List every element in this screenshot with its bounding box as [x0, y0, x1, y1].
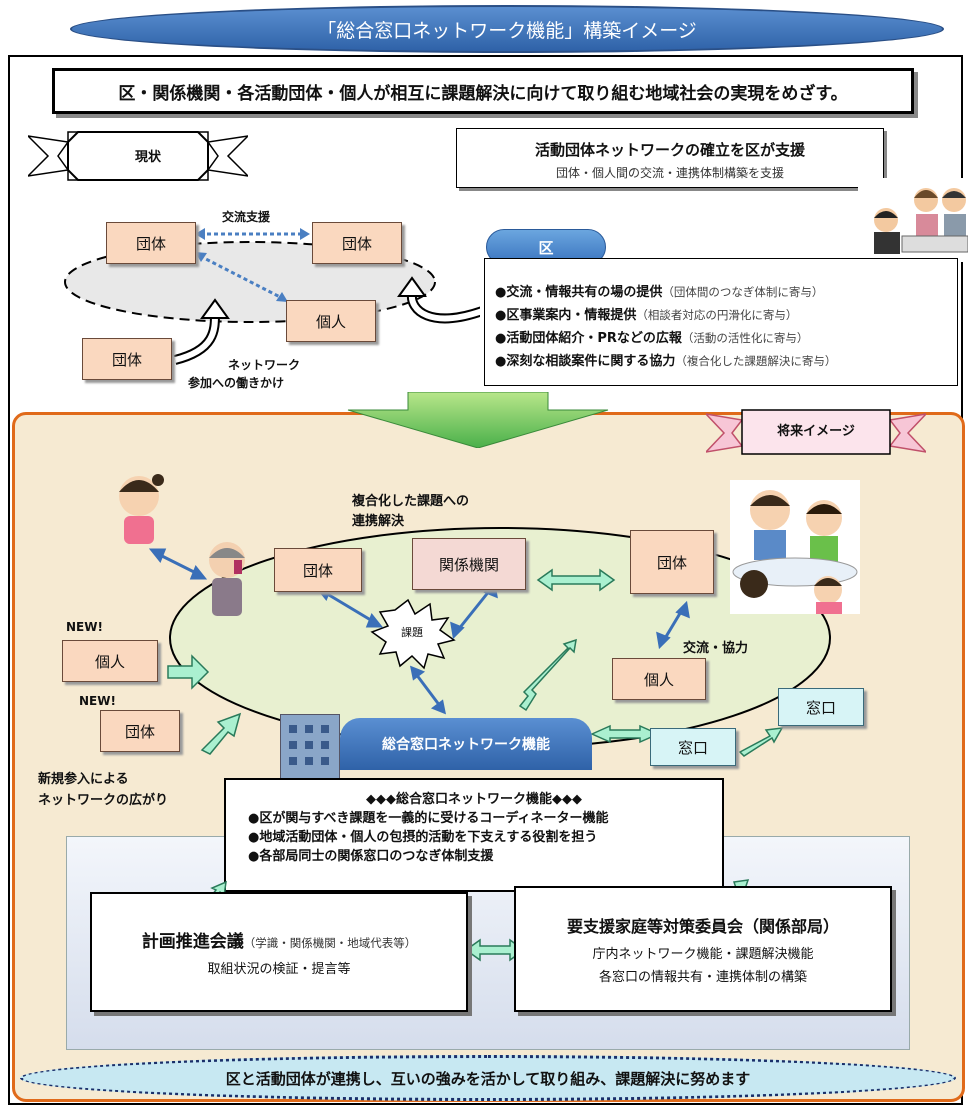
current-individual: 個人: [286, 300, 376, 342]
current-banner-label: 現状: [134, 150, 161, 165]
ward-item-4: ●深刻な相談案件に関する協力（複合化した課題解決に寄与）: [495, 354, 837, 369]
network-function-label: 総合窓口ネットワーク機能: [340, 718, 592, 770]
future-individual-right: 個人: [612, 658, 706, 700]
meeting-illustration: [858, 178, 968, 262]
function-box: ◆◆◆総合窓口ネットワーク機能◆◆◆ ●区が関与すべき課題を一義的に受けるコーデ…: [224, 778, 724, 892]
new-individual-box: 個人: [62, 640, 158, 682]
window-box-2: 窓口: [778, 688, 864, 726]
future-group-right: 団体: [630, 530, 714, 594]
exchange-cooperation-label: 交流・協力: [683, 641, 749, 656]
function-item-3: ●各部局同士の関係窓口のつなぎ体制支援: [248, 849, 494, 864]
future-banner-label: 将来イメージ: [777, 424, 855, 439]
goal-box: 区・関係機関・各活動団体・個人が相互に課題解決に向けて取り組む地域社会の実現をめ…: [52, 68, 914, 114]
current-banner: [28, 131, 248, 181]
girl-phone-illustration: [108, 468, 170, 546]
current-group-c: 団体: [82, 338, 172, 380]
window-box-1: 窓口: [650, 728, 736, 766]
committee-line2: 各窓口の情報共有・連携体制の構築: [598, 970, 807, 985]
issue-label: 課題: [401, 626, 423, 639]
new-group-box: 団体: [100, 710, 180, 752]
footer-banner: 区と活動団体が連携し、互いの強みを活かして取り組み、課題解決に努めます: [20, 1055, 956, 1101]
plan-council-box: 計画推進会議（学識・関係機関・地域代表等） 取組状況の検証・提言等: [90, 892, 468, 1012]
committee-title: 要支援家庭等対策委員会（関係部局）: [566, 917, 839, 936]
function-title: ◆◆◆総合窓口ネットワーク機能◆◆◆: [366, 792, 582, 807]
ward-item-2: ●区事業案内・情報提供（相談者対応の円滑化に寄与）: [495, 308, 798, 323]
children-group-illustration: [730, 480, 860, 614]
current-group-a: 団体: [106, 222, 196, 264]
ward-box: ●交流・情報共有の場の提供（団体間のつなぎ体制に寄与） ●区事業案内・情報提供（…: [484, 258, 958, 386]
approach-label-2: 参加への働きかけ: [188, 376, 285, 390]
current-group-b: 団体: [312, 222, 402, 264]
support-box: 活動団体ネットワークの確立を区が支援 団体・個人間の交流・連携体制構築を支援: [456, 128, 884, 188]
future-group-left: 団体: [274, 548, 362, 592]
elderly-phone-illustration: [200, 534, 254, 618]
page-title: 「総合窓口ネットワーク機能」構築イメージ: [70, 5, 944, 53]
plan-title-note: （学識・関係機関・地域代表等）: [243, 936, 417, 950]
future-banner: [706, 409, 926, 455]
complex-issue-label-2: 連携解決: [352, 514, 405, 529]
new-label-1: NEW!: [66, 620, 103, 634]
page-title-text: 「総合窓口ネットワーク機能」構築イメージ: [317, 19, 697, 42]
related-agencies-box: 関係機関: [412, 538, 526, 590]
exchange-support-label: 交流支援: [222, 210, 271, 224]
building-icon: [280, 714, 340, 782]
committee-box: 要支援家庭等対策委員会（関係部局） 庁内ネットワーク機能・課題解決機能 各窓口の…: [514, 886, 892, 1012]
expansion-label-1: 新規参入による: [38, 772, 129, 787]
approach-label-1: ネットワーク: [228, 358, 301, 372]
new-label-2: NEW!: [79, 694, 116, 708]
complex-issue-label-1: 複合化した課題への: [352, 494, 470, 509]
support-title: 活動団体ネットワークの確立を区が支援: [534, 141, 805, 159]
plan-sub: 取組状況の検証・提言等: [207, 962, 351, 977]
support-subtitle: 団体・個人間の交流・連携体制構築を支援: [555, 166, 784, 180]
plan-title: 計画推進会議: [141, 932, 244, 952]
committee-line1: 庁内ネットワーク機能・課題解決機能: [592, 947, 814, 962]
expansion-label-2: ネットワークの広がり: [38, 793, 169, 808]
function-item-1: ●区が関与すべき課題を一義的に受けるコーディネーター機能: [248, 811, 609, 826]
ward-item-3: ●活動団体紹介・PRなどの広報（活動の活性化に寄与）: [495, 331, 809, 346]
transition-arrow: [347, 392, 609, 448]
function-item-2: ●地域活動団体・個人の包摂的活動を下支えする役割を担う: [248, 830, 598, 845]
ward-item-1: ●交流・情報共有の場の提供（団体間のつなぎ体制に寄与）: [495, 285, 824, 300]
